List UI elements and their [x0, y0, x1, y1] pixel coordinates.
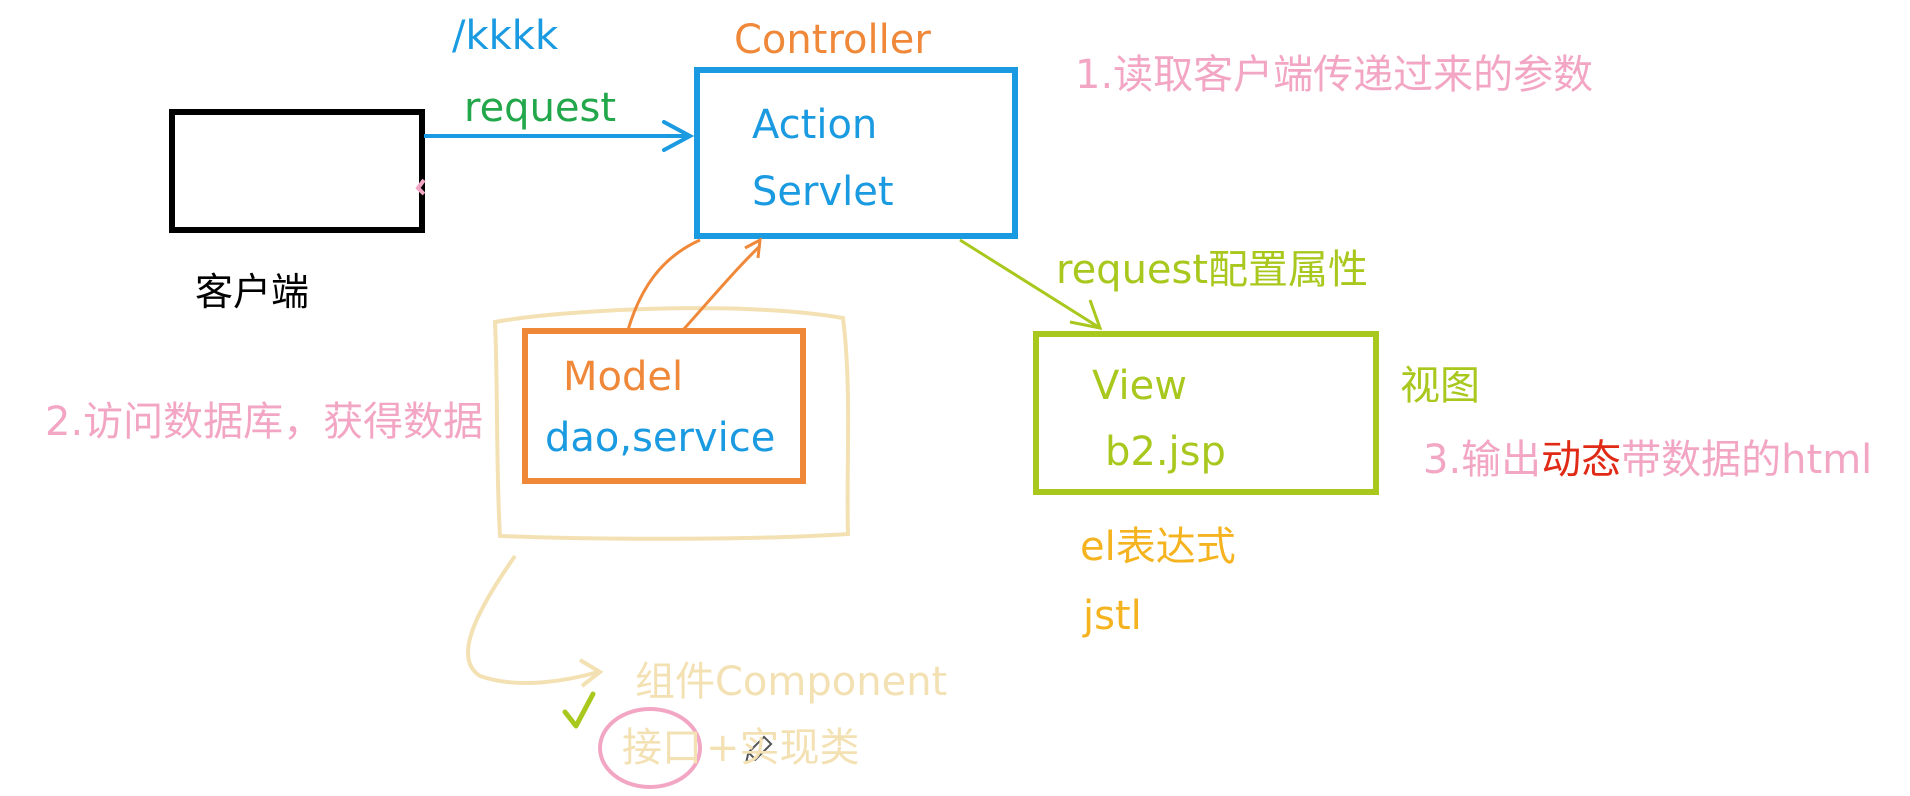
controller-line2: Servlet: [752, 169, 894, 215]
view-line2: b2.jsp: [1105, 429, 1226, 475]
view-note: 3.输出动态带数据的html: [1423, 440, 1872, 480]
interface-circle: [598, 707, 702, 789]
model-line2: dao,service: [545, 415, 776, 461]
model-controller-arrow-1: [626, 238, 701, 331]
controller-line1: Action: [752, 102, 878, 148]
view-title: 视图: [1400, 363, 1480, 409]
view-note-suffix: 带数据的html: [1621, 437, 1873, 483]
model-note: 2.访问数据库，获得数据: [45, 399, 484, 445]
model-interface-label: 接口: [622, 725, 702, 771]
model-component-label: 组件Component: [635, 659, 948, 705]
controller-box: [694, 67, 1018, 239]
view-jstl-label: jstl: [1083, 593, 1142, 639]
view-arrowhead: [1069, 299, 1103, 330]
view-note-prefix: 3.输出: [1423, 437, 1542, 483]
component-arrow: [465, 554, 599, 685]
view-note-highlight: 动态: [1541, 437, 1622, 483]
view-box: [1033, 331, 1379, 495]
model-controller-arrowhead: [744, 237, 762, 259]
model-line1: Model: [563, 354, 684, 400]
view-el-label: el表达式: [1080, 524, 1236, 570]
view-arrow: [959, 238, 1101, 330]
client-box: [169, 109, 425, 233]
request-arrowhead: [662, 120, 695, 152]
component-arrowhead: [578, 658, 604, 688]
model-box: [522, 328, 806, 484]
pencil-icon: [745, 735, 773, 763]
model-sketch-border: [492, 306, 851, 541]
client-label: 客户端: [195, 270, 310, 314]
client-small-mark: [415, 178, 426, 196]
model-controller-arrow-2: [681, 244, 762, 332]
view-arrow-label: request配置属性: [1056, 247, 1369, 293]
view-line1: View: [1092, 363, 1187, 409]
controller-note: 1.读取客户端传递过来的参数: [1075, 52, 1594, 98]
controller-title: Controller: [734, 17, 931, 63]
model-impl-label: +实现类: [706, 725, 860, 771]
request-label: request: [464, 85, 617, 131]
request-path: /kkkk: [452, 13, 559, 59]
check-icon: [562, 691, 596, 729]
